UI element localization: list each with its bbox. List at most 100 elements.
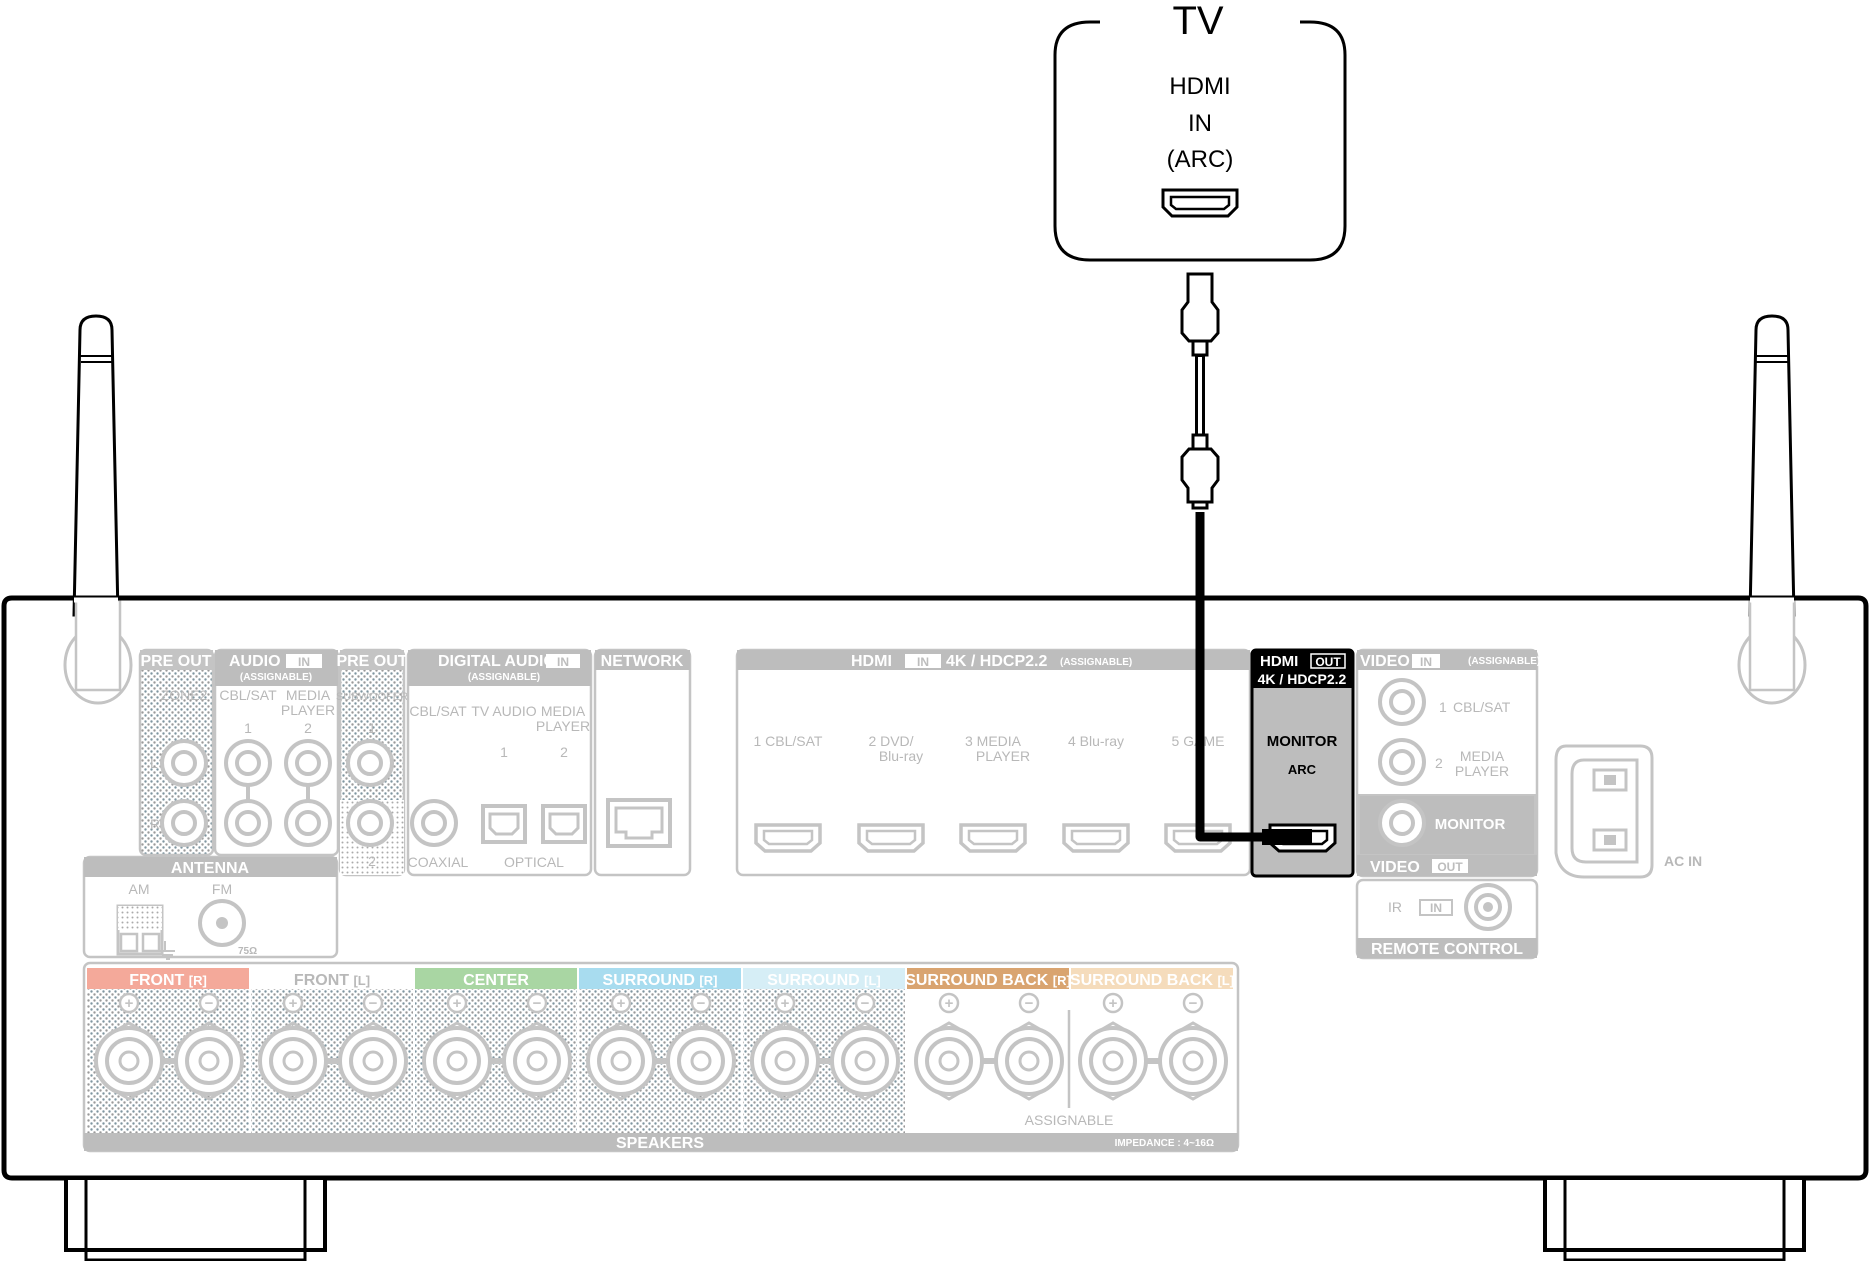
hdmi-in-port-2: 2 DVD/Blu-ray [857, 733, 925, 853]
video-in-header: VIDEO [1360, 653, 1410, 670]
svg-text:+: + [945, 995, 954, 1012]
fm-jack [198, 899, 246, 947]
speaker-group-label: CENTER [463, 972, 529, 989]
speaker-terminal: − [502, 992, 572, 1101]
digital-audio-c1: CBL/SAT [409, 703, 467, 719]
speaker-terminal: + [94, 992, 164, 1101]
digital-audio-badge: IN [557, 655, 569, 669]
pre-out-sub-sub: SUBWOOFER [336, 691, 408, 703]
network-section: NETWORK [593, 648, 692, 877]
digital-audio-sub: (ASSIGNABLE) [468, 672, 540, 683]
speaker-side-badge: [R] [1053, 973, 1071, 988]
hdmi-out-header: HDMI [1260, 653, 1298, 670]
hdmi-port-icon [857, 823, 925, 853]
svg-text:+: + [1109, 995, 1118, 1012]
speaker-group-5: SURROUND [L]+− [743, 968, 905, 1133]
speaker-terminal: + [586, 992, 656, 1101]
speaker-terminal: − [1158, 992, 1228, 1101]
rca-jack-audio-2r [284, 799, 332, 847]
hdmi-in-port-4: 4 Blu-ray [1062, 733, 1130, 853]
remote-control-section: IR IN REMOTE CONTROL [1355, 878, 1539, 960]
speaker-terminal: − [338, 992, 408, 1101]
hdmi-in-section: HDMI IN 4K / HDCP2.2 (ASSIGNABLE) 1 CBL/… [735, 648, 1252, 877]
antenna-fm: FM [212, 881, 232, 897]
rca-jack-zone2-l [160, 739, 208, 787]
speaker-terminal: − [174, 992, 244, 1101]
digital-audio-n1: 1 [500, 744, 508, 760]
video-out-badge: OUT [1437, 860, 1463, 874]
rca-jack-audio-1l [224, 739, 272, 787]
speaker-side-badge: [L] [1217, 973, 1234, 988]
speaker-group-label: FRONT [R] [129, 972, 207, 989]
rca-jack-zone2-r [160, 799, 208, 847]
speaker-group-2: FRONT [L]+− [251, 968, 413, 1133]
tv-box: TV HDMI IN (ARC) [1053, 0, 1347, 262]
svg-text:+: + [617, 995, 626, 1012]
remote-header: REMOTE CONTROL [1371, 941, 1523, 958]
ac-in-section: AC IN [1554, 744, 1702, 879]
svg-text:+: + [289, 995, 298, 1012]
audio-in-badge: IN [298, 655, 310, 669]
speaker-group-4: SURROUND [R]+− [579, 968, 741, 1133]
hdmi-out-spec: 4K / HDCP2.2 [1258, 671, 1347, 687]
pre-out-zone2-l: L [150, 755, 158, 771]
antenna-ohm: 75Ω [238, 946, 257, 957]
hdmi-in-badge: IN [917, 655, 929, 669]
pre-out-zone2-header: PRE OUT [140, 653, 211, 670]
hdmi-port-icon [1062, 823, 1130, 853]
audio-in-header: AUDIO [229, 653, 281, 670]
remote-badge: IN [1430, 901, 1442, 915]
speaker-group-label: SURROUND BACK [R] [905, 972, 1071, 989]
digital-audio-header: DIGITAL AUDIO [438, 653, 556, 670]
receiver-chassis [1, 595, 1869, 1262]
rca-jack-sub-2 [346, 799, 394, 847]
pre-out-sub-n2: 2 [368, 853, 376, 869]
pre-out-zone2-section: PRE OUT ZONE2 L R [138, 648, 215, 857]
speaker-group-6: SURROUND BACK [R]+− [905, 968, 1071, 1101]
antenna-header: ANTENNA [171, 860, 250, 877]
speakers-impedance: IMPEDANCE : 4~16Ω [1115, 1138, 1214, 1149]
optical-jack-1 [481, 804, 527, 844]
hdmi-in-port-label: 1 CBL/SAT [754, 733, 823, 749]
video-in-p1-num: 1 [1439, 699, 1447, 715]
svg-text:+: + [781, 995, 790, 1012]
antenna-section: ANTENNA AM FM 75Ω [82, 855, 339, 960]
rca-jack-audio-1r [224, 799, 272, 847]
hdmi-in-port-label: 2 DVD/Blu-ray [868, 733, 923, 764]
speaker-terminal: + [258, 992, 328, 1101]
audio-in-col1-num: 1 [244, 720, 252, 736]
pre-out-sub-n1: 1 [368, 720, 376, 736]
antenna-left [63, 314, 133, 705]
optical-label: OPTICAL [504, 854, 564, 870]
am-terminal [116, 904, 175, 960]
tv-port-line1: HDMI [1169, 73, 1230, 100]
speaker-side-badge: [L] [864, 973, 881, 988]
speaker-side-badge: [R] [699, 973, 717, 988]
svg-text:+: + [453, 995, 462, 1012]
video-out-section: MONITOR VIDEO OUT [1357, 794, 1537, 876]
speaker-group-3: CENTER+ − [415, 968, 577, 1133]
hdmi-out-monitor: MONITOR [1267, 733, 1338, 750]
hdmi-out-arc: ARC [1288, 762, 1317, 777]
speaker-terminal: + [750, 992, 820, 1101]
speaker-terminal: + [422, 992, 492, 1101]
video-in-p2-line1: MEDIA [1460, 748, 1505, 764]
speaker-side-badge: [R] [189, 973, 207, 988]
speaker-terminal: + [914, 992, 984, 1101]
pre-out-subwoofer-section: PRE OUT SUBWOOFER 1 2 [336, 648, 408, 877]
ir-jack [1464, 883, 1512, 931]
hdmi-out-badge: OUT [1315, 655, 1341, 669]
speaker-group-7: SURROUND BACK [L]+− [1070, 968, 1234, 1101]
audio-in-sub: (ASSIGNABLE) [240, 672, 312, 683]
digital-audio-n2: 2 [560, 744, 568, 760]
hdmi-in-port-label: 4 Blu-ray [1068, 733, 1124, 749]
tv-title: TV [1172, 0, 1223, 43]
speaker-group-label: SURROUND [R] [603, 972, 718, 989]
speaker-group-1: FRONT [R] +− [87, 968, 249, 1133]
video-in-p2-line2: PLAYER [1455, 763, 1509, 779]
speakers-assignable: ASSIGNABLE [1025, 1112, 1114, 1128]
audio-in-col2-num: 2 [304, 720, 312, 736]
